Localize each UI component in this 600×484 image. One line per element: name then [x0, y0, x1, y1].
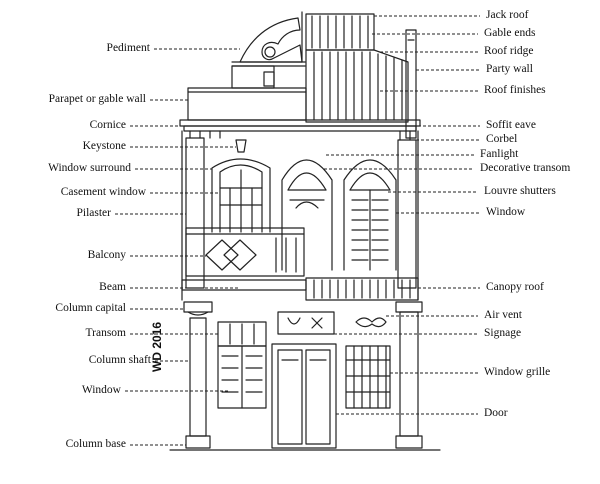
signage-shape — [277, 311, 335, 335]
label-balcony: Balcony — [87, 249, 126, 261]
label-keystone: Keystone — [82, 140, 126, 152]
label-casement-window: Casement window — [60, 186, 146, 198]
label-window-surround: Window surround — [48, 162, 131, 174]
label-transom: Transom — [85, 327, 126, 339]
label-signage: Signage — [484, 327, 522, 339]
leader-lines — [115, 15, 480, 446]
label-beam: Beam — [99, 281, 126, 293]
label-roof-finishes: Roof finishes — [484, 84, 546, 96]
balcony-shape — [185, 227, 305, 277]
casement-window-shape — [219, 169, 263, 233]
pediment-shape — [231, 17, 306, 67]
label-roof-ridge: Roof ridge — [484, 45, 534, 57]
label-air-vent: Air vent — [484, 309, 523, 321]
jack-roof-shape — [301, 11, 375, 63]
label-louvre-shutters: Louvre shutters — [484, 185, 556, 197]
label-soffit-eave: Soffit eave — [486, 119, 536, 131]
label-column-base: Column base — [65, 438, 126, 450]
label-window-right: Window — [486, 206, 526, 218]
label-column-shaft: Column shaft — [88, 354, 151, 366]
label-cornice: Cornice — [89, 119, 126, 131]
label-decorative-transom: Decorative transom — [480, 162, 571, 174]
window-grille-shape — [345, 345, 391, 409]
transom-shape — [217, 321, 267, 347]
door-shape — [271, 343, 337, 449]
louvre-shutters-shape — [343, 159, 397, 271]
label-pilaster: Pilaster — [76, 207, 112, 219]
label-gable-ends: Gable ends — [484, 27, 536, 39]
label-window-left: Window — [81, 384, 121, 396]
decorative-transom-shape — [289, 199, 325, 209]
roof-finishes-shape — [305, 49, 409, 123]
label-window-grille: Window grille — [484, 366, 551, 378]
label-parapet: Parapet or gable wall — [48, 93, 146, 105]
label-column-capital: Column capital — [55, 302, 126, 314]
fanlight-shape — [281, 159, 333, 271]
artist-signature: WD 2016 — [150, 321, 164, 372]
label-canopy-roof: Canopy roof — [486, 281, 544, 293]
column-right-shape — [395, 301, 423, 449]
label-pediment: Pediment — [106, 42, 150, 54]
label-door: Door — [484, 407, 508, 419]
keystone-shape — [235, 139, 247, 153]
cornice-shape — [179, 119, 421, 141]
air-vent-shape — [355, 317, 387, 328]
party-wall-shape — [405, 29, 417, 139]
label-jack-roof: Jack roof — [486, 9, 529, 21]
label-party-wall: Party wall — [486, 63, 533, 75]
canopy-roof-shape — [305, 277, 419, 301]
window-surround-shape — [211, 158, 271, 233]
ground-window-shape — [217, 345, 267, 409]
label-corbel: Corbel — [486, 133, 518, 145]
parapet-shape — [187, 65, 307, 121]
column-left-shape — [183, 301, 213, 449]
label-fanlight: Fanlight — [480, 148, 519, 160]
